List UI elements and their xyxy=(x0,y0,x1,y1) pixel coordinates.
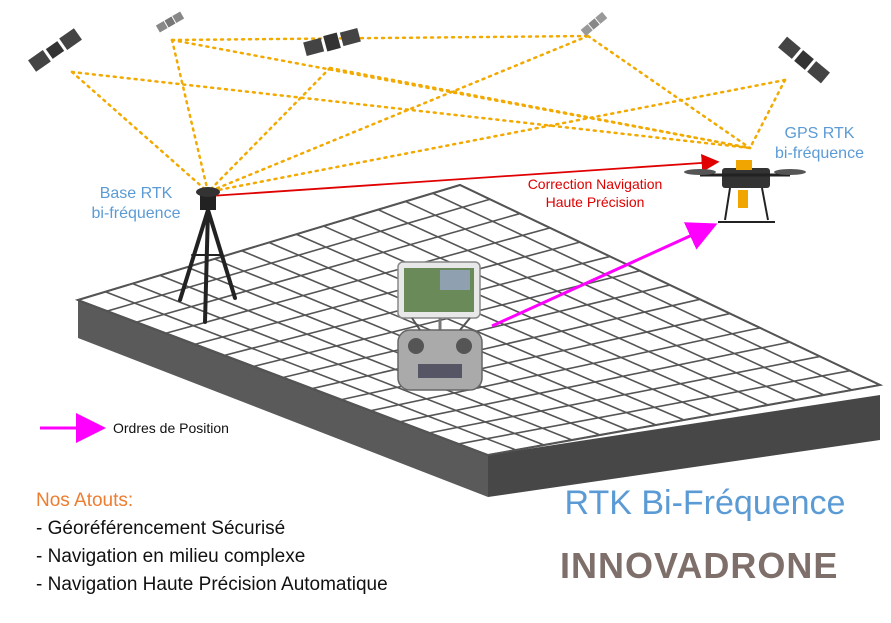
terrain-block xyxy=(74,183,884,497)
grid-line xyxy=(350,217,769,406)
grid-line xyxy=(370,327,761,412)
position-orders-arrow xyxy=(491,222,718,328)
grid-line xyxy=(487,384,881,456)
grid-line xyxy=(459,184,881,386)
base-label-line2: bi-fréquence xyxy=(91,205,181,222)
atouts-item: - Navigation Haute Précision Automatique xyxy=(36,574,388,595)
grid-line xyxy=(432,192,853,391)
satellite-icon xyxy=(778,36,830,84)
main-title: RTK Bi-Fréquence xyxy=(564,484,846,522)
atouts-title: Nos Atouts: xyxy=(36,490,134,511)
grid-line xyxy=(458,369,851,445)
grid-line xyxy=(429,355,821,434)
tablet-icon xyxy=(397,261,481,330)
brand-logo: INNOVADRONE xyxy=(560,545,839,586)
correction-label: Correction Navigation Haute Précision xyxy=(505,176,685,211)
satellite-icon xyxy=(28,28,82,72)
grid-line xyxy=(377,208,797,401)
gps-label-line2: bi-fréquence xyxy=(775,145,864,162)
base-tripod-icon xyxy=(178,187,237,324)
atouts-item: - Navigation en milieu complexe xyxy=(36,546,306,567)
satellite-icon xyxy=(155,11,185,33)
atouts-item: - Géoréférencement Sécurisé xyxy=(36,518,286,539)
grid-line xyxy=(399,341,791,423)
satellite-signals xyxy=(70,34,787,194)
grid-line xyxy=(405,200,825,396)
correction-label-line2: Haute Précision xyxy=(545,193,645,210)
atouts-section: Nos Atouts: - Géoréférencement Sécurisé … xyxy=(36,490,388,602)
base-rtk-label: Base RTK bi-fréquence xyxy=(66,184,206,224)
correction-line xyxy=(209,153,720,197)
satellite-icon xyxy=(303,27,361,57)
satellite-icon xyxy=(580,11,608,37)
base-label-line1: Base RTK xyxy=(99,185,173,202)
correction-label-line1: Correction Navigation xyxy=(527,176,663,192)
legend-label: Ordres de Position xyxy=(113,420,229,436)
gps-rtk-label: GPS RTK bi-fréquence xyxy=(752,124,887,164)
grid-line xyxy=(295,233,713,416)
remote-controller-icon xyxy=(397,317,483,391)
drone-icon xyxy=(684,160,806,223)
atouts-list: - Géoréférencement Sécurisé - Navigation… xyxy=(36,518,388,596)
terrain-grid xyxy=(77,184,881,456)
grid-line xyxy=(312,298,701,390)
grid-line xyxy=(323,225,741,411)
gps-label-line1: GPS RTK xyxy=(784,125,855,142)
